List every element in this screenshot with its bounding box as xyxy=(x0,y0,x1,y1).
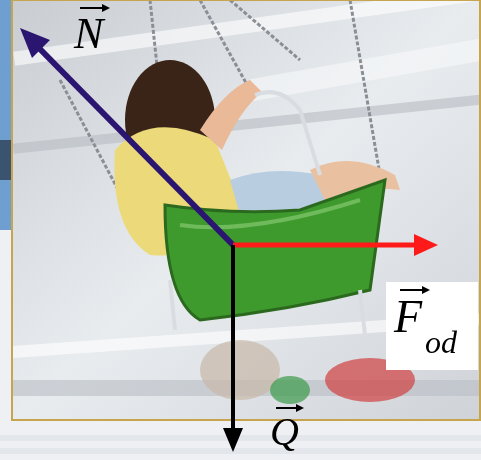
force-q xyxy=(223,245,243,452)
force-label: F xyxy=(394,294,422,340)
force-label: Q xyxy=(270,412,299,452)
force-n xyxy=(20,28,233,245)
vector-sign xyxy=(80,4,430,412)
force-label: N xyxy=(74,12,103,56)
force-f-od xyxy=(233,234,438,256)
force-subscript: od xyxy=(425,326,457,358)
